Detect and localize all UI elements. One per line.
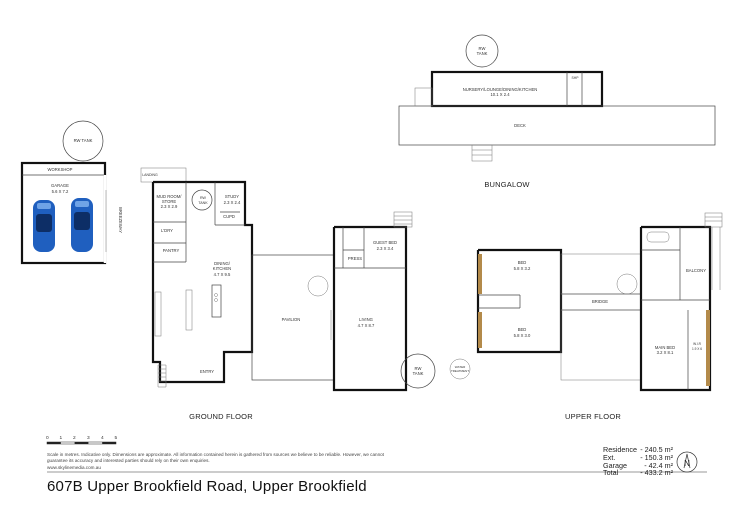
- website-text: www.skylinemedia.com.au: [47, 464, 101, 470]
- cupboard-label: CUPD: [223, 214, 235, 219]
- kitchen-island: [211, 284, 222, 318]
- entry-label: ENTRY: [200, 369, 214, 374]
- scale-tick: 5: [115, 435, 118, 441]
- dining-kitchen-label-2: KITCHEN: [213, 266, 231, 271]
- rw-tank-label: RW TANK: [74, 138, 93, 143]
- study-dimensions: 2.3 X 2.4: [224, 200, 241, 205]
- deck-label: DECK: [514, 123, 526, 128]
- dining-kitchen-label: DINING/: [214, 261, 231, 266]
- svg-text:TANK: TANK: [198, 201, 208, 205]
- bed-dimensions: 5.8 X 3.0: [514, 333, 531, 338]
- water-treatment-circle: [449, 358, 471, 380]
- scale-tick: 1: [60, 435, 63, 441]
- wir-label: W.I.R: [693, 342, 701, 346]
- area-row: Ext.- 150.3 m²: [603, 452, 673, 462]
- scale-tick: 3: [87, 435, 90, 441]
- breezeway-label: BREEZEWAY: [118, 207, 123, 233]
- svg-text:RW: RW: [415, 366, 422, 371]
- master-wing-walls: [639, 225, 712, 392]
- upper-floor-title: UPPER FLOOR: [565, 412, 621, 421]
- svg-text:TANK: TANK: [413, 371, 424, 376]
- area-summary: Residence- 240.5 m² Ext.- 150.3 m² Garag…: [603, 446, 673, 477]
- nursery-dimensions: 10.1 X 2.4: [490, 92, 510, 97]
- main-bed-label: MAIN BED: [655, 345, 675, 350]
- upper-floor: BED 5.8 X 3.2 BED 5.8 X 3.0 BRIDGE BALCO…: [476, 212, 723, 421]
- disclaimer-text: Scale in metres. Indicative only. Dimens…: [47, 452, 384, 464]
- scale-tick: 2: [73, 435, 76, 441]
- scale-tick: 4: [101, 435, 104, 441]
- ground-floor: LANDING RW TANK MUD ROOM/ STORE 2.3 X 2.…: [140, 167, 471, 421]
- balcony-label: BALCONY: [686, 268, 706, 273]
- area-row: Total- 433.2 m²: [603, 468, 673, 478]
- bungalow-title: BUNGALOW: [484, 180, 530, 189]
- mud-room-dimensions: 2.3 X 2.9: [161, 204, 178, 209]
- scale-bar: 0 1 2 3 4 5: [46, 435, 118, 445]
- svg-text:TREATMENT: TREATMENT: [451, 369, 469, 373]
- west-wing-walls: [151, 180, 254, 384]
- main-bed-dimensions: 3.2 X 8.1: [657, 350, 674, 355]
- stairs: [704, 212, 723, 290]
- rw-tank-circle: [191, 189, 213, 211]
- nursery-label: NURSERY/LOUNGE/DINING/KITCHEN: [463, 87, 538, 92]
- east-wing-walls: [332, 225, 408, 392]
- bath-tub: [646, 231, 670, 243]
- property-address: 607B Upper Brookfield Road, Upper Brookf…: [47, 478, 367, 495]
- rw-tank-circle: [62, 120, 104, 162]
- compass-icon: N: [676, 451, 698, 473]
- living-label: LIVING: [359, 317, 373, 322]
- rw-tank-circle: [400, 353, 436, 389]
- pantry-label: PANTRY: [163, 248, 180, 253]
- svg-text:WATER: WATER: [455, 365, 466, 369]
- area-row: Garage- 42.4 m²: [603, 460, 673, 470]
- garage-label: GARAGE: [51, 183, 69, 188]
- dining-kitchen-dimensions: 4.7 X 9.5: [214, 272, 231, 277]
- study-label: STUDY: [225, 194, 239, 199]
- guest-bed-label: GUEST BED: [373, 240, 397, 245]
- pavilion-label: PAVILION: [282, 317, 301, 322]
- compass-north: N: [684, 459, 690, 468]
- deck-area: [398, 105, 716, 146]
- bed-label: BED: [518, 327, 527, 332]
- garage-dimensions: 5.6 X 7.2: [52, 189, 69, 194]
- car-icon: [33, 200, 55, 252]
- living-dimensions: 4.7 X 8.7: [358, 323, 375, 328]
- area-row: Residence- 240.5 m²: [603, 445, 673, 454]
- svg-text:SHP: SHP: [572, 76, 580, 80]
- landing-label: LANDING: [142, 173, 158, 177]
- bungalow: RW TANK NURSERY/LOUNGE/DINING/KITCHEN 10…: [398, 34, 716, 189]
- disclaimer: Scale in metres. Indicative only. Dimens…: [47, 452, 387, 471]
- mud-room-label: MUD ROOM/: [157, 194, 183, 199]
- laundry-label: L'DRY: [161, 228, 173, 233]
- stairs: [393, 211, 413, 228]
- ground-floor-title: GROUND FLOOR: [189, 412, 253, 421]
- svg-text:TANK: TANK: [477, 51, 488, 56]
- guest-bed-dimensions: 2.3 X 3.4: [377, 246, 394, 251]
- svg-text:RW: RW: [479, 46, 486, 51]
- rw-tank-circle: [465, 34, 499, 68]
- bed-label: BED: [518, 260, 527, 265]
- bridge-label: BRIDGE: [592, 299, 608, 304]
- bed-dimensions: 5.8 X 3.2: [514, 266, 531, 271]
- store-label: STORE: [162, 199, 177, 204]
- scale-tick: 0: [46, 435, 49, 441]
- svg-text:RW: RW: [200, 196, 207, 200]
- wir-dimensions: 1.9 X 6: [692, 347, 702, 351]
- press-label: PRESS: [348, 256, 362, 261]
- car-icon: [71, 198, 93, 252]
- garage-building: RW TANK WORKSHOP GARAGE 5.6 X 7.2 BREEZE…: [20, 120, 123, 265]
- workshop-label: WORKSHOP: [48, 167, 73, 172]
